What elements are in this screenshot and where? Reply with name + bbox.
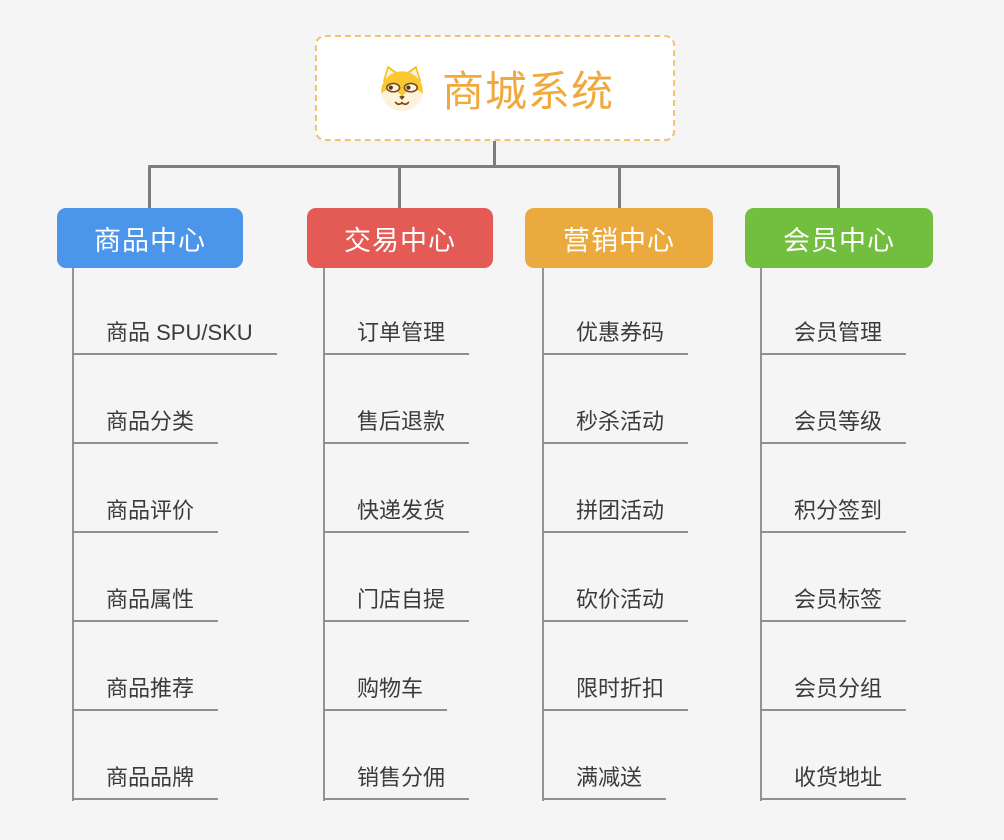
sub-topic[interactable]: 会员管理 bbox=[760, 311, 907, 355]
sub-topic[interactable]: 拼团活动 bbox=[542, 489, 689, 533]
sub-topic[interactable]: 商品分类 bbox=[72, 400, 219, 444]
sub-topic[interactable]: 限时折扣 bbox=[542, 667, 689, 711]
root-topic-label: 商城系统 bbox=[441, 67, 614, 115]
sub-topic[interactable]: 快递发货 bbox=[323, 489, 470, 533]
connector-drop-products bbox=[148, 166, 151, 208]
spine-members bbox=[760, 268, 762, 801]
sub-topic[interactable]: 秒杀活动 bbox=[542, 400, 689, 444]
connector-drop-trade bbox=[398, 166, 401, 208]
branch-trade[interactable]: 交易中心 bbox=[307, 208, 493, 268]
branch-marketing[interactable]: 营销中心 bbox=[525, 208, 713, 268]
sub-topic[interactable]: 售后退款 bbox=[323, 400, 470, 444]
spine-products bbox=[72, 268, 74, 801]
dog-icon bbox=[381, 65, 423, 112]
branch-members[interactable]: 会员中心 bbox=[745, 208, 933, 268]
spine-trade bbox=[323, 268, 325, 801]
branch-products[interactable]: 商品中心 bbox=[57, 208, 243, 268]
sub-topic[interactable]: 商品属性 bbox=[72, 578, 219, 622]
connector-root-stem bbox=[493, 141, 496, 166]
sub-topic[interactable]: 商品品牌 bbox=[72, 756, 219, 800]
sub-topic[interactable]: 满减送 bbox=[542, 756, 667, 800]
sub-topic[interactable]: 订单管理 bbox=[323, 311, 470, 355]
sub-topic[interactable]: 门店自提 bbox=[323, 578, 470, 622]
sub-topic[interactable]: 商品评价 bbox=[72, 489, 219, 533]
sub-topic[interactable]: 会员分组 bbox=[760, 667, 907, 711]
connector-drop-marketing bbox=[618, 166, 621, 208]
connector-rail bbox=[148, 165, 840, 168]
connector-drop-members bbox=[837, 166, 840, 208]
sub-topic[interactable]: 会员标签 bbox=[760, 578, 907, 622]
sub-topic[interactable]: 销售分佣 bbox=[323, 756, 470, 800]
spine-marketing bbox=[542, 268, 544, 801]
sub-topic[interactable]: 积分签到 bbox=[760, 489, 907, 533]
sub-topic[interactable]: 商品推荐 bbox=[72, 667, 219, 711]
sub-topic[interactable]: 商品 SPU/SKU bbox=[72, 311, 277, 355]
sub-topic[interactable]: 会员等级 bbox=[760, 400, 907, 444]
sub-topic[interactable]: 优惠券码 bbox=[542, 311, 689, 355]
sub-topic[interactable]: 收货地址 bbox=[760, 756, 907, 800]
root-topic[interactable]: 商城系统 bbox=[315, 35, 675, 141]
sub-topic[interactable]: 购物车 bbox=[323, 667, 448, 711]
sub-topic[interactable]: 砍价活动 bbox=[542, 578, 689, 622]
